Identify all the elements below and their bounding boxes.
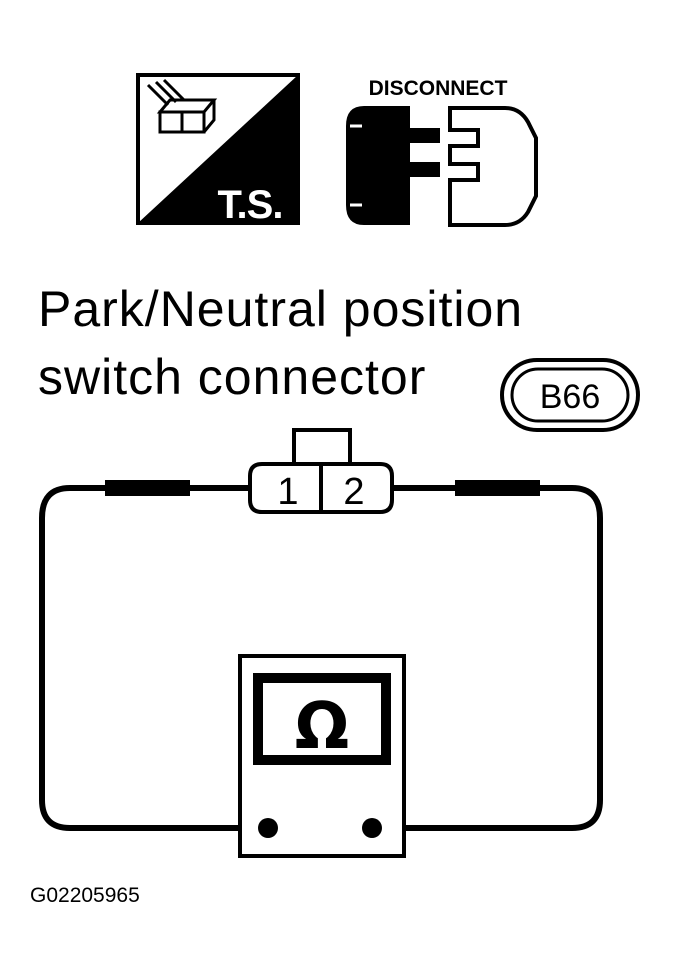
- disconnect-icon: DISCONNECT: [346, 77, 538, 227]
- meter-terminal-right: [362, 818, 382, 838]
- ohm-symbol: Ω: [295, 690, 349, 764]
- connector-code-badge: B66: [500, 358, 640, 432]
- tool-box-icon: [146, 78, 218, 134]
- meter-terminal-left: [258, 818, 278, 838]
- title-line-1: Park/Neutral position: [38, 281, 524, 337]
- circuit-wiring: [39, 480, 603, 831]
- pin-2-label: 2: [343, 471, 364, 513]
- ts-icon: T.S.: [136, 73, 300, 227]
- ts-badge-label: T.S.: [218, 183, 283, 227]
- figure-id: G02205965: [30, 884, 140, 907]
- title-line-2: switch connector: [38, 349, 427, 405]
- disconnect-label: DISCONNECT: [369, 77, 508, 100]
- connector-code-label: B66: [540, 378, 601, 416]
- switch-connector: 1 2: [248, 428, 394, 514]
- pin-1-label: 1: [277, 471, 298, 513]
- ohmmeter: Ω: [238, 654, 406, 858]
